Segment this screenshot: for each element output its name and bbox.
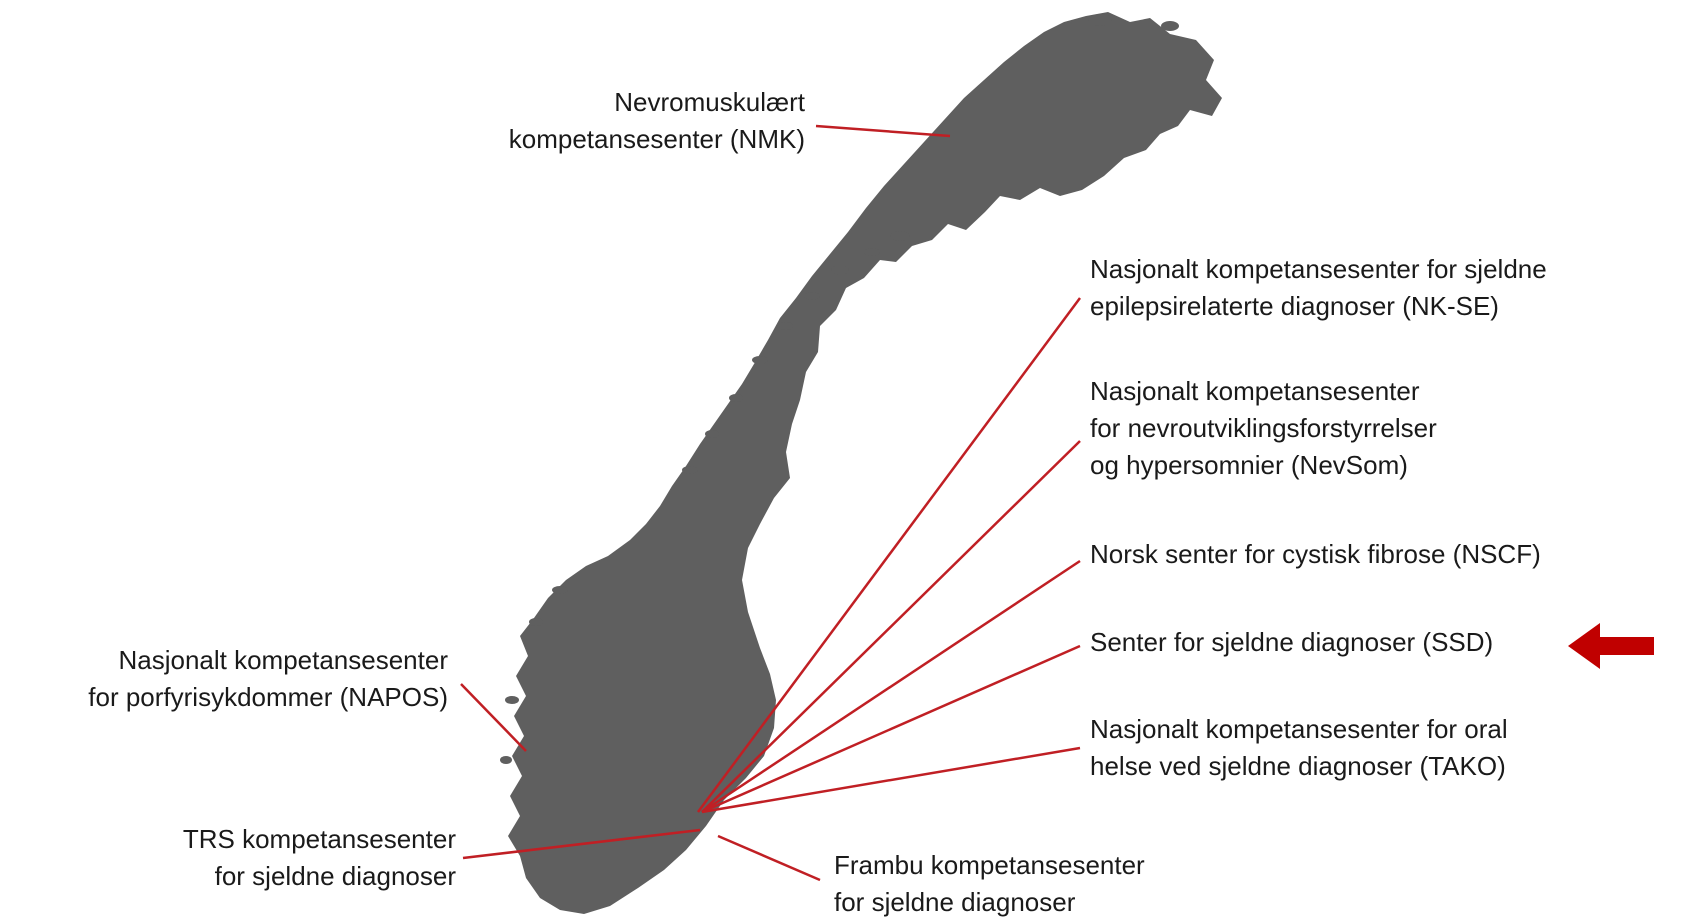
label-nscf-line1: Norsk senter for cystisk fibrose (NSCF) (1090, 539, 1541, 569)
label-tako: Nasjonalt kompetansesenter for oral hels… (1090, 711, 1508, 785)
label-nevsom: Nasjonalt kompetansesenter for nevroutvi… (1090, 373, 1437, 484)
leader-nk-se (696, 297, 1082, 813)
label-napos-line1: Nasjonalt kompetansesenter (118, 645, 448, 675)
label-frambu-line1: Frambu kompetansesenter (834, 850, 1145, 880)
label-frambu: Frambu kompetansesenter for sjeldne diag… (834, 847, 1145, 921)
label-trs: TRS kompetansesenter for sjeldne diagnos… (183, 821, 456, 895)
label-trs-line2: for sjeldne diagnoser (214, 861, 456, 891)
label-ssd: Senter for sjeldne diagnoser (SSD) (1090, 624, 1493, 661)
label-nevsom-line2: for nevroutviklingsforstyrrelser (1090, 413, 1437, 443)
label-trs-line1: TRS kompetansesenter (182, 824, 456, 854)
leader-nscf (701, 559, 1081, 814)
leader-napos (460, 683, 527, 752)
label-nevsom-line3: og hypersomnier (NevSom) (1090, 450, 1408, 480)
coastal-islands (500, 14, 1179, 764)
label-nk-se-line2: epilepsirelaterte diagnoser (NK-SE) (1090, 291, 1499, 321)
norway-landmass (508, 12, 1222, 914)
leader-trs (462, 828, 701, 860)
label-napos: Nasjonalt kompetansesenter for porfyrisy… (88, 642, 448, 716)
leader-nmk (815, 124, 951, 138)
label-nmk: Nevromuskulært kompetansesenter (NMK) (509, 84, 805, 158)
label-nk-se-line1: Nasjonalt kompetansesenter for sjeldne (1090, 254, 1547, 284)
label-nevsom-line1: Nasjonalt kompetansesenter (1090, 376, 1420, 406)
leader-ssd (701, 644, 1081, 814)
leader-tako (701, 746, 1081, 814)
leader-nevsom (701, 440, 1081, 813)
label-tako-line2: helse ved sjeldne diagnoser (TAKO) (1090, 751, 1506, 781)
label-napos-line2: for porfyrisykdommer (NAPOS) (88, 682, 448, 712)
label-frambu-line2: for sjeldne diagnoser (834, 887, 1076, 917)
label-ssd-line1: Senter for sjeldne diagnoser (SSD) (1090, 627, 1494, 657)
label-nk-se: Nasjonalt kompetansesenter for sjeldne e… (1090, 251, 1547, 325)
label-nscf: Norsk senter for cystisk fibrose (NSCF) (1090, 536, 1541, 573)
leader-lines (460, 124, 1082, 882)
label-tako-line1: Nasjonalt kompetansesenter for oral (1090, 714, 1508, 744)
label-nmk-line2: kompetansesenter (NMK) (508, 124, 805, 154)
highlight-arrow (1568, 623, 1654, 669)
label-nmk-line1: Nevromuskulært (614, 87, 805, 117)
leader-frambu (717, 834, 821, 882)
